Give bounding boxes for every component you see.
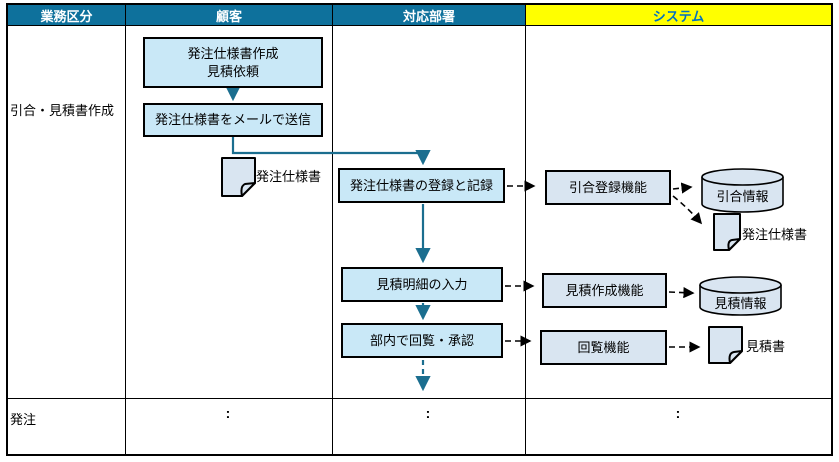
process-box-enter-quote-details: 見積明細の入力: [341, 267, 503, 302]
document-spec-customer-icon: [221, 157, 256, 197]
dashed-arrow-inquiryfunc-to-db: [672, 182, 693, 194]
lane-divider-1: [125, 5, 126, 454]
document-quote-label: 見積書: [746, 339, 786, 354]
document-quote-icon: [708, 326, 743, 364]
process-box-send-mail: 発注仕様書をメールで送信: [143, 103, 323, 137]
process-box-create-spec-line2: 見積依頼: [206, 63, 259, 79]
dashed-arrow-quotefunc-to-db: [668, 287, 695, 299]
database-inquiry-info-icon: [701, 168, 784, 213]
system-box-quote-create: 見積作成機能: [542, 273, 667, 308]
database-inquiry-info-label: 引合情報: [716, 189, 769, 204]
continuation-colon-customer: :: [225, 405, 231, 421]
database-quote-info-label: 見積情報: [714, 296, 767, 311]
row-divider: [8, 398, 831, 399]
document-spec-customer-label: 発注仕様書: [256, 169, 322, 184]
diagram-frame: 業務区分 顧客 対応部署 システム 引合・見積書作成 発注: [6, 3, 833, 456]
header-label-system: システム: [652, 8, 705, 24]
process-box-circulate-approve: 部内で回覧・承認: [341, 323, 503, 358]
row-label-inquiry-quote: 引合・見積書作成: [10, 103, 115, 118]
header-label-business: 業務区分: [40, 8, 93, 24]
database-quote-info-icon: [699, 276, 782, 316]
process-box-create-spec-line1: 発注仕様書作成: [187, 45, 279, 61]
system-box-inquiry-register: 引合登録機能: [545, 170, 671, 205]
continuation-colon-department: :: [425, 405, 431, 421]
flow-connector-sendmail-to-register: [231, 137, 431, 166]
system-box-circulation: 回覧機能: [540, 330, 667, 365]
process-box-create-spec: 発注仕様書作成 見積依頼: [143, 37, 323, 88]
continuation-colon-system: :: [675, 405, 681, 421]
header-label-customer: 顧客: [215, 8, 242, 24]
document-spec-system-label: 発注仕様書: [742, 227, 808, 242]
row-label-order: 発注: [10, 412, 37, 427]
header-label-department: 対応部署: [402, 8, 455, 24]
header-cell-department: 対応部署: [333, 5, 525, 25]
lane-divider-2: [332, 5, 333, 454]
header-cell-business: 業務区分: [8, 5, 125, 25]
process-box-register-spec: 発注仕様書の登録と記録: [338, 168, 505, 203]
header-cell-customer: 顧客: [126, 5, 332, 25]
header-bottom-border: [8, 25, 831, 26]
dashed-arrow-inquiryfunc-to-doc: [672, 195, 703, 225]
header-cell-system: システム: [526, 5, 831, 25]
lane-divider-3: [525, 5, 526, 454]
document-spec-system-icon: [713, 213, 741, 251]
